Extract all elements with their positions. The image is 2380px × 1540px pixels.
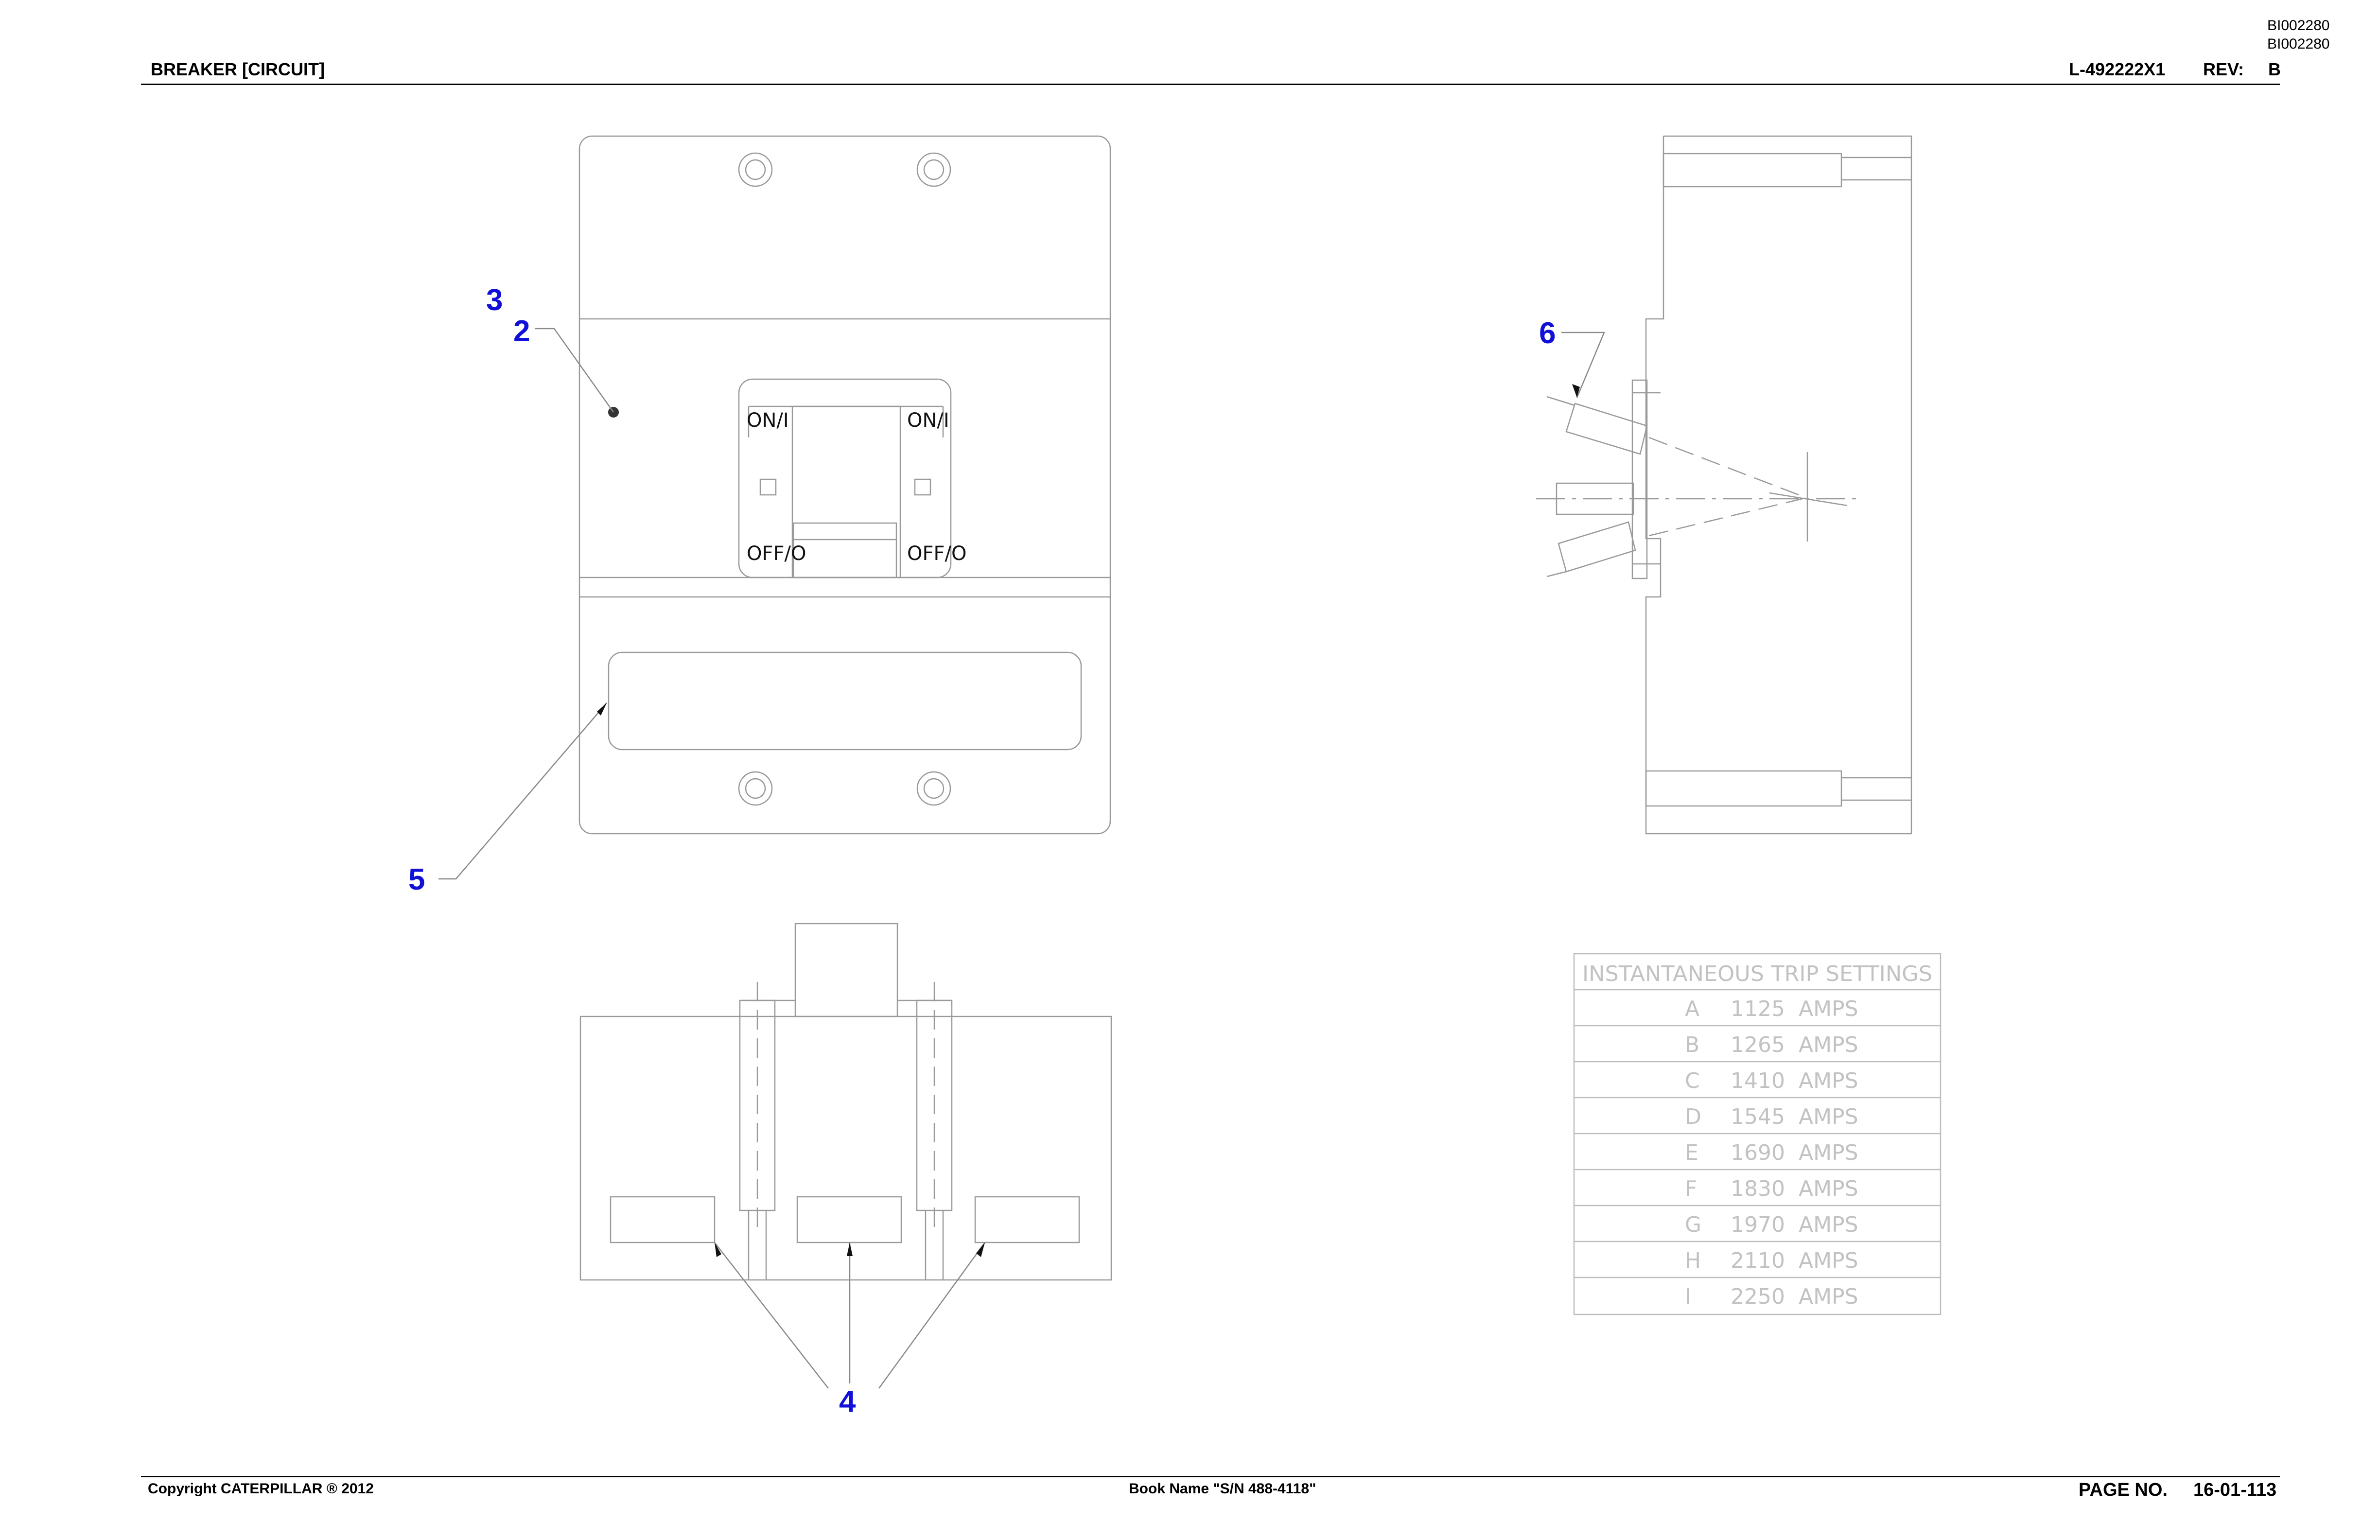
terminal-stud bbox=[916, 982, 953, 1280]
table-cell-unit: AMPS bbox=[1799, 1140, 1858, 1165]
callout-3: 3 bbox=[486, 283, 503, 317]
handle-boss bbox=[1631, 379, 1648, 579]
table-cell-value: 1545 bbox=[1731, 1104, 1785, 1129]
bottom-view bbox=[579, 923, 1112, 1281]
handle-tripped-position bbox=[1565, 402, 1648, 455]
mounting-hole bbox=[916, 152, 951, 187]
on-label-right: ON/I bbox=[907, 409, 949, 432]
table-cell-unit: AMPS bbox=[1799, 1284, 1858, 1309]
page-label: PAGE NO. bbox=[2079, 1480, 2168, 1500]
bottom-body-outline bbox=[579, 1015, 1112, 1281]
side-body-outline bbox=[1645, 135, 1912, 835]
table-cell-setting: G bbox=[1685, 1212, 1701, 1237]
callout-5: 5 bbox=[408, 863, 425, 896]
mounting-hole bbox=[738, 152, 773, 187]
copyright: Copyright CATERPILLAR ® 2012 bbox=[148, 1481, 374, 1497]
table-cell-value: 1970 bbox=[1731, 1212, 1785, 1237]
table-cell-value: 1410 bbox=[1731, 1068, 1785, 1093]
terminal-stud bbox=[739, 982, 776, 1280]
callout-4: 4 bbox=[839, 1385, 856, 1418]
side-view bbox=[1536, 135, 1912, 835]
part-number: L-492222X1 bbox=[2069, 59, 2166, 79]
table-cell-unit: AMPS bbox=[1799, 1104, 1858, 1129]
table-cell-setting: B bbox=[1685, 1032, 1699, 1057]
table-cell-unit: AMPS bbox=[1799, 997, 1858, 1021]
mounting-hole bbox=[738, 771, 773, 806]
callout-2: 2 bbox=[513, 315, 530, 348]
table-cell-setting: F bbox=[1685, 1176, 1697, 1201]
line-terminal bbox=[1662, 153, 1842, 188]
handle-profile bbox=[794, 923, 898, 1017]
breaker-body-outline bbox=[578, 135, 1111, 835]
table-cell-unit: AMPS bbox=[1799, 1032, 1858, 1057]
on-label-left: ON/I bbox=[747, 409, 789, 432]
table-cell-unit: AMPS bbox=[1799, 1068, 1858, 1093]
indicator-square bbox=[914, 478, 931, 496]
handle-base bbox=[792, 522, 897, 578]
table-cell-unit: AMPS bbox=[1799, 1248, 1858, 1273]
table-cell-setting: E bbox=[1685, 1140, 1698, 1165]
front-view: ON/I ON/I OFF/O OFF/O bbox=[578, 135, 1111, 835]
table-cell-setting: D bbox=[1685, 1104, 1701, 1129]
handle-off-position bbox=[1558, 521, 1636, 573]
terminal-block bbox=[796, 1196, 902, 1243]
off-label-right: OFF/O bbox=[907, 542, 966, 565]
mounting-hole bbox=[916, 771, 951, 806]
table-title: INSTANTANEOUS TRIP SETTINGS bbox=[1582, 962, 1932, 986]
table-cell-value: 2250 bbox=[1731, 1284, 1785, 1309]
nameplate-label bbox=[608, 651, 1082, 751]
table-cell-value: 2110 bbox=[1731, 1248, 1785, 1273]
rev-label: REV: bbox=[2203, 59, 2244, 79]
table-cell-value: 1830 bbox=[1731, 1176, 1785, 1201]
table-cell-value: 1125 bbox=[1731, 997, 1785, 1021]
doc-id-1: BI002280 bbox=[2267, 18, 2330, 34]
terminal-block bbox=[610, 1196, 716, 1243]
table-cell-setting: I bbox=[1685, 1284, 1691, 1309]
book-name: Book Name "S/N 488-4118" bbox=[1129, 1481, 1316, 1497]
rev-value: B bbox=[2268, 59, 2281, 79]
terminal-block bbox=[974, 1196, 1080, 1243]
load-terminal bbox=[1645, 770, 1842, 807]
table-cell-setting: C bbox=[1685, 1068, 1700, 1093]
table-cell-setting: A bbox=[1685, 997, 1699, 1021]
table-cell-unit: AMPS bbox=[1799, 1212, 1858, 1237]
page-title: BREAKER [CIRCUIT] bbox=[151, 59, 325, 79]
footer-rule bbox=[141, 1476, 2280, 1477]
table-cell-unit: AMPS bbox=[1799, 1176, 1858, 1201]
indicator-square bbox=[759, 478, 777, 496]
table-cell-value: 1690 bbox=[1731, 1140, 1785, 1165]
header-rule bbox=[141, 84, 2280, 85]
off-label-left: OFF/O bbox=[747, 542, 806, 565]
table-cell-value: 1265 bbox=[1731, 1032, 1785, 1057]
doc-id-2: BI002280 bbox=[2267, 36, 2330, 52]
leader-lines bbox=[438, 328, 1605, 1389]
page-number: 16-01-113 bbox=[2193, 1480, 2277, 1500]
toggle-handle bbox=[791, 405, 901, 578]
callout-6: 6 bbox=[1539, 316, 1556, 350]
table-cell-setting: H bbox=[1685, 1248, 1701, 1273]
